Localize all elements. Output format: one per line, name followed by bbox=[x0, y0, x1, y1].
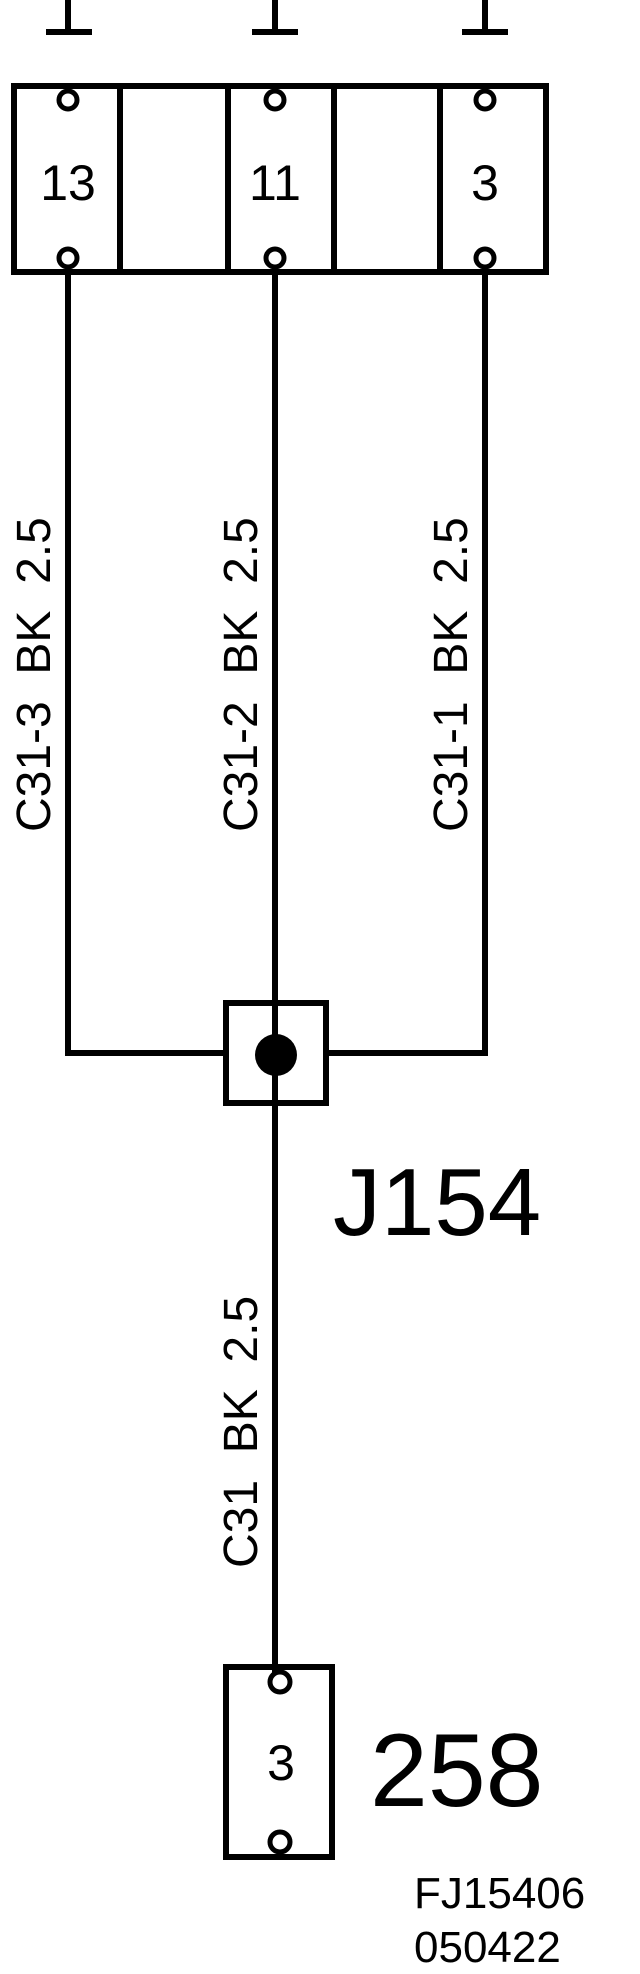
wire-label-c31-3: C31-3 BK 2.5 bbox=[8, 517, 61, 832]
pin-contact-bottom bbox=[56, 246, 80, 270]
wire-label-c31: C31 BK 2.5 bbox=[215, 1296, 268, 1568]
pin-contact-top bbox=[263, 88, 287, 112]
top-connector: 13 11 3 bbox=[11, 83, 549, 275]
pin-contact-top bbox=[267, 1669, 293, 1695]
wire-label-c31-2: C31-2 BK 2.5 bbox=[215, 517, 268, 832]
top-connector-body bbox=[11, 83, 549, 275]
pin-number: 3 bbox=[471, 155, 499, 211]
wire-labels: C31-3 BK 2.5 C31-2 BK 2.5 C31-1 BK 2.5 C… bbox=[8, 517, 478, 1568]
splice-label: J154 bbox=[333, 1149, 541, 1256]
splice-dot bbox=[255, 1034, 297, 1076]
reference-code: FJ15406 050422 bbox=[414, 1869, 585, 1972]
connector-label: 258 bbox=[370, 1713, 544, 1829]
pin-contact-top bbox=[56, 88, 80, 112]
pin-contact-bottom bbox=[473, 246, 497, 270]
pin-number: 3 bbox=[267, 1735, 295, 1791]
drawing-code: FJ15406 bbox=[414, 1869, 585, 1918]
bottom-connector-body bbox=[223, 1664, 335, 1860]
splice-box bbox=[223, 1000, 329, 1106]
pin-contact-bottom bbox=[267, 1829, 293, 1855]
pin-contact-top bbox=[473, 88, 497, 112]
pin-contact-bottom bbox=[263, 246, 287, 270]
top-terminals bbox=[46, 0, 508, 35]
splice-j154: J154 bbox=[223, 1000, 541, 1256]
drawing-date: 050422 bbox=[414, 1923, 561, 1972]
pin-number: 11 bbox=[249, 155, 301, 211]
bottom-connector: 3 258 bbox=[223, 1664, 544, 1860]
wires bbox=[65, 267, 488, 1682]
wire-label-c31-1: C31-1 BK 2.5 bbox=[425, 517, 478, 832]
pin-number: 13 bbox=[40, 155, 96, 211]
